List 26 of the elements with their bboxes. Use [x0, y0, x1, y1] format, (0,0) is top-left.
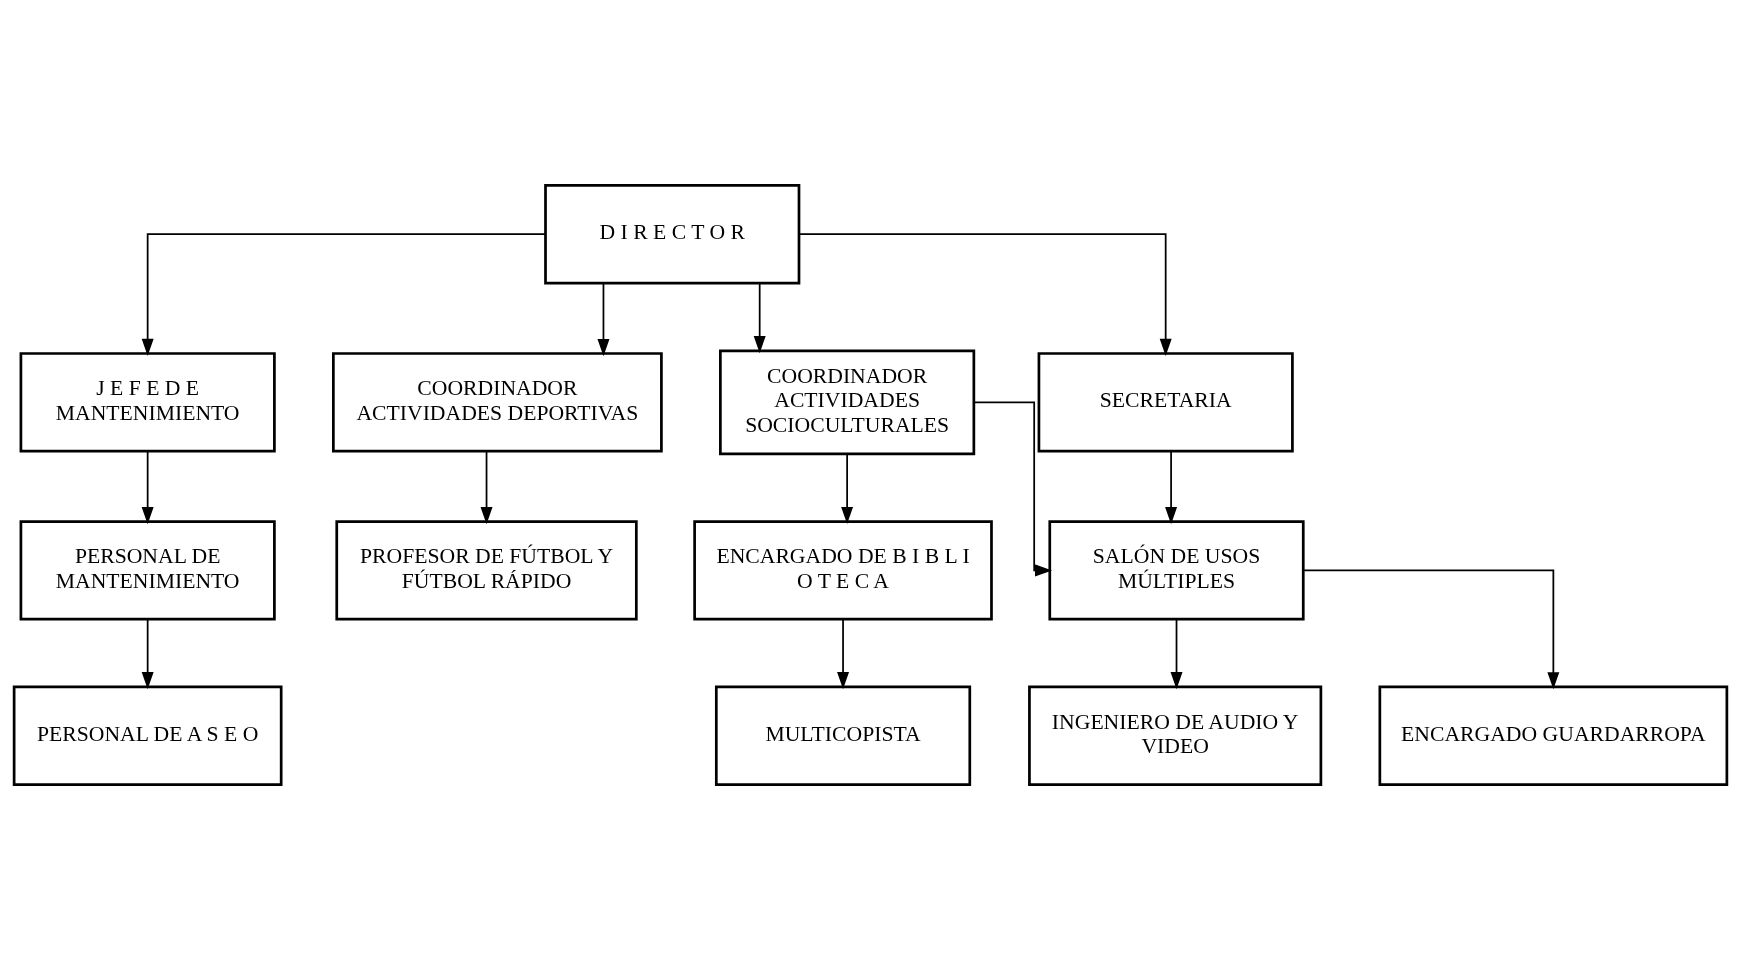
- arrow: [480, 450, 493, 525]
- arrow: [141, 450, 154, 525]
- node-box: SALÓN DE USOS MÚLTIPLES: [1048, 520, 1305, 621]
- node-box: SECRETARIA: [1037, 352, 1294, 453]
- arrow: [141, 618, 154, 690]
- arrow: [798, 233, 1172, 356]
- arrow: [841, 453, 854, 525]
- node-box: ENCARGADO DE B I B L I O T E C A: [693, 520, 993, 621]
- arrow: [1165, 450, 1178, 525]
- node-box: PERSONAL DE A S E O: [12, 685, 283, 786]
- node-box: D I R E C T O R: [544, 184, 801, 285]
- node-box: PROFESOR DE FÚTBOL Y FÚTBOL RÁPIDO: [335, 520, 638, 621]
- node-box: COORDINADOR ACTIVIDADES SOCIOCULTURALES: [719, 349, 976, 456]
- node-box: ENCARGADO GUARDARROPA: [1378, 685, 1729, 786]
- arrow: [1170, 618, 1183, 690]
- arrow: [973, 401, 1053, 577]
- arrow: [753, 282, 766, 354]
- arrow: [597, 282, 610, 357]
- arrow: [837, 618, 850, 690]
- node-box: PERSONAL DE MANTENIMIENTO: [19, 520, 276, 621]
- node-box: J E F E D E MANTENIMIENTO: [19, 352, 276, 453]
- node-box: MULTICOPISTA: [714, 685, 972, 786]
- arrow: [1302, 569, 1560, 690]
- node-box: INGENIERO DE AUDIO Y VIDEO: [1028, 685, 1323, 786]
- node-box: COORDINADOR ACTIVIDADES DEPORTIVAS: [332, 352, 663, 453]
- arrow: [141, 233, 547, 356]
